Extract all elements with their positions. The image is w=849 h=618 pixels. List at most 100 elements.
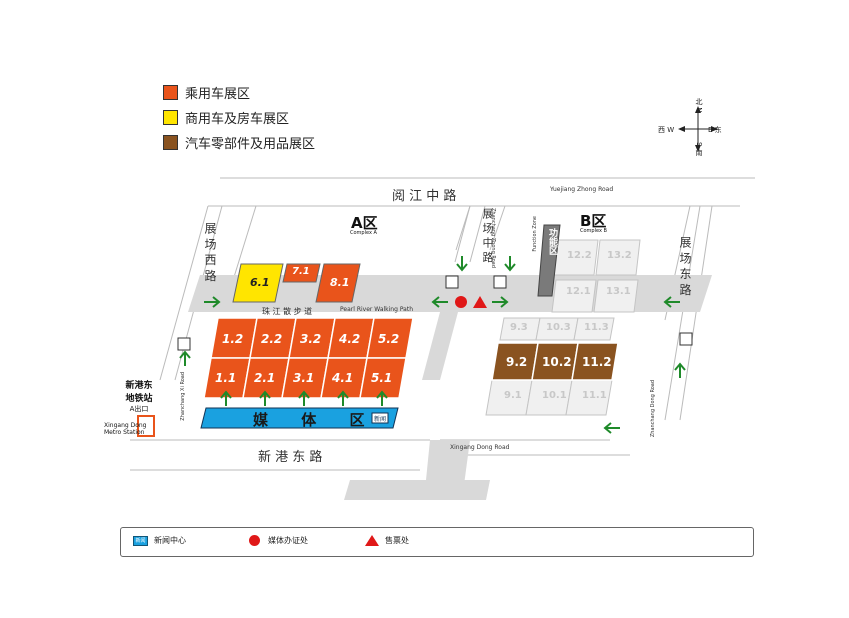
hall-label: 13.2 xyxy=(607,250,632,261)
ticket-office-marker[interactable] xyxy=(473,296,487,308)
complex-a-sub: Complex A xyxy=(350,230,377,236)
arrow-up-icon xyxy=(179,350,191,366)
media-badge-label: 新闻 xyxy=(374,416,387,423)
hall-label: 11.3 xyxy=(584,322,609,333)
function-zone-cn: 功能区 xyxy=(547,228,557,255)
escalator-icon xyxy=(493,275,507,289)
hall-label: 1.1 xyxy=(215,371,237,385)
road-bottom-cn: 新 港 东 路 xyxy=(258,450,323,465)
road-east-cn: 展 场 东 路 xyxy=(678,236,692,296)
legend-swatch-brown xyxy=(163,135,178,150)
metro-name-cn: 新港东 地铁站 xyxy=(125,381,153,404)
hall-label: 3.2 xyxy=(300,332,322,346)
map-legend: 乘用车展区 商用车及房车展区 汽车零部件及用品展区 xyxy=(163,82,315,157)
a-upper-halls xyxy=(232,263,361,303)
hall-7-1[interactable] xyxy=(282,263,321,283)
media-accreditation-marker[interactable] xyxy=(455,296,467,308)
hall-8-1[interactable] xyxy=(315,263,361,303)
road-west-cn: 展 场 西 路 xyxy=(203,222,217,282)
arrow-down-icon xyxy=(456,256,468,272)
media-zone-label: 媒 体 区 xyxy=(253,411,379,429)
hall-13-1[interactable] xyxy=(593,279,639,313)
hall-11-3[interactable] xyxy=(573,317,615,341)
hall-6-1[interactable] xyxy=(232,263,284,303)
compass-arrows-icon xyxy=(678,106,718,152)
metro-logo-icon xyxy=(137,415,155,437)
road-middle-en: Zhanchang Zhong Road xyxy=(490,208,496,268)
compass-east: E 东 xyxy=(708,126,722,134)
arrow-up-icon xyxy=(376,390,388,406)
road-outlines xyxy=(130,177,755,471)
south-plaza-path xyxy=(344,480,490,500)
footer-ticket-office: 售票处 xyxy=(365,535,409,546)
function-zone-en: Function Zone xyxy=(532,216,538,252)
red-triangle-icon xyxy=(365,535,379,546)
hall-label: 4.1 xyxy=(332,371,354,385)
hall-label: 12.1 xyxy=(566,286,591,297)
arrow-left-icon xyxy=(603,422,620,434)
escalator-icon xyxy=(679,332,693,346)
arrow-left-icon xyxy=(431,296,448,308)
escalator-icons xyxy=(177,275,693,351)
hall-12-1[interactable] xyxy=(551,279,597,313)
hall-label: 12.2 xyxy=(567,250,592,261)
hall-label: 5.2 xyxy=(378,332,400,346)
legend-label: 汽车零部件及用品展区 xyxy=(185,137,316,152)
hall-label: 2.2 xyxy=(261,332,283,346)
metro-line: A出口 xyxy=(129,405,149,413)
footer-accreditation-label: 媒体办证处 xyxy=(268,536,308,545)
road-west-en: Zhanchang Xi Road xyxy=(180,372,186,421)
footer-ticket-office-label: 售票处 xyxy=(385,536,409,545)
arrow-right-icon xyxy=(492,296,509,308)
legend-item-parts: 汽车零部件及用品展区 xyxy=(163,132,315,153)
metro-station: 新港东 地铁站 A出口 Xingang Dong Metro Station xyxy=(104,378,174,436)
compass-west: 西 W xyxy=(658,126,675,134)
compass-north: 北 N xyxy=(695,98,703,113)
metro-name-en: Xingang Dong Metro Station xyxy=(104,422,147,436)
hall-label: 3.1 xyxy=(293,371,315,385)
hall-label: 10.2 xyxy=(542,355,572,369)
arrow-up-icon xyxy=(337,390,349,406)
compass-south: S 南 xyxy=(695,142,703,156)
road-bottom-en: Xingang Dong Road xyxy=(450,444,510,451)
compass-rose: 北 N S 南 西 W E 东 xyxy=(658,98,730,160)
press-badge-icon: 新闻 xyxy=(133,535,148,546)
function-zone[interactable] xyxy=(537,224,561,297)
escalator-icon xyxy=(445,275,459,289)
legend-label: 商用车及房车展区 xyxy=(185,112,290,127)
legend-swatch-yellow xyxy=(163,110,178,125)
hall-label: 2.1 xyxy=(254,371,276,385)
media-zone[interactable] xyxy=(200,407,399,429)
complex-a-title: A区 xyxy=(351,214,378,232)
hall-11-2[interactable] xyxy=(571,342,619,381)
legend-swatch-orange xyxy=(163,85,178,100)
media-press-badge xyxy=(371,412,389,424)
arrow-left-icon xyxy=(663,296,680,308)
legend-item-passenger-car: 乘用车展区 xyxy=(163,82,315,103)
hall-5-1[interactable] xyxy=(359,357,407,399)
road-top-cn: 阅 江 中 路 xyxy=(392,189,457,204)
hall-13-2[interactable] xyxy=(595,239,641,276)
b-ghost-halls xyxy=(485,239,641,416)
arrow-up-icon xyxy=(674,362,686,378)
escalator-icon xyxy=(177,337,191,351)
footer-accreditation: 媒体办证处 xyxy=(249,535,308,546)
legend-label: 乘用车展区 xyxy=(185,87,251,102)
road-walk-en: Pearl River Walking Path xyxy=(340,306,413,313)
hall-label: 9.1 xyxy=(504,390,522,401)
road-walk-cn: 珠 江 散 步 道 xyxy=(262,307,313,316)
arrow-right-icon xyxy=(204,296,221,308)
arrow-up-icon xyxy=(298,390,310,406)
footer-press-center: 新闻 新闻中心 xyxy=(133,535,186,546)
hall-label: 10.3 xyxy=(546,322,571,333)
hall-label: 7.1 xyxy=(292,266,310,277)
hall-label: 1.2 xyxy=(222,332,244,346)
road-east-en: Zhanchang Dong Road xyxy=(650,380,656,438)
b-parts-halls xyxy=(491,342,619,381)
arrow-down-icon xyxy=(504,256,516,272)
arrow-up-icon xyxy=(259,390,271,406)
a-main-halls-row2 xyxy=(210,317,414,359)
road-middle-cn: 展 场 中 路 xyxy=(481,208,494,263)
red-dot-icon xyxy=(249,535,260,546)
